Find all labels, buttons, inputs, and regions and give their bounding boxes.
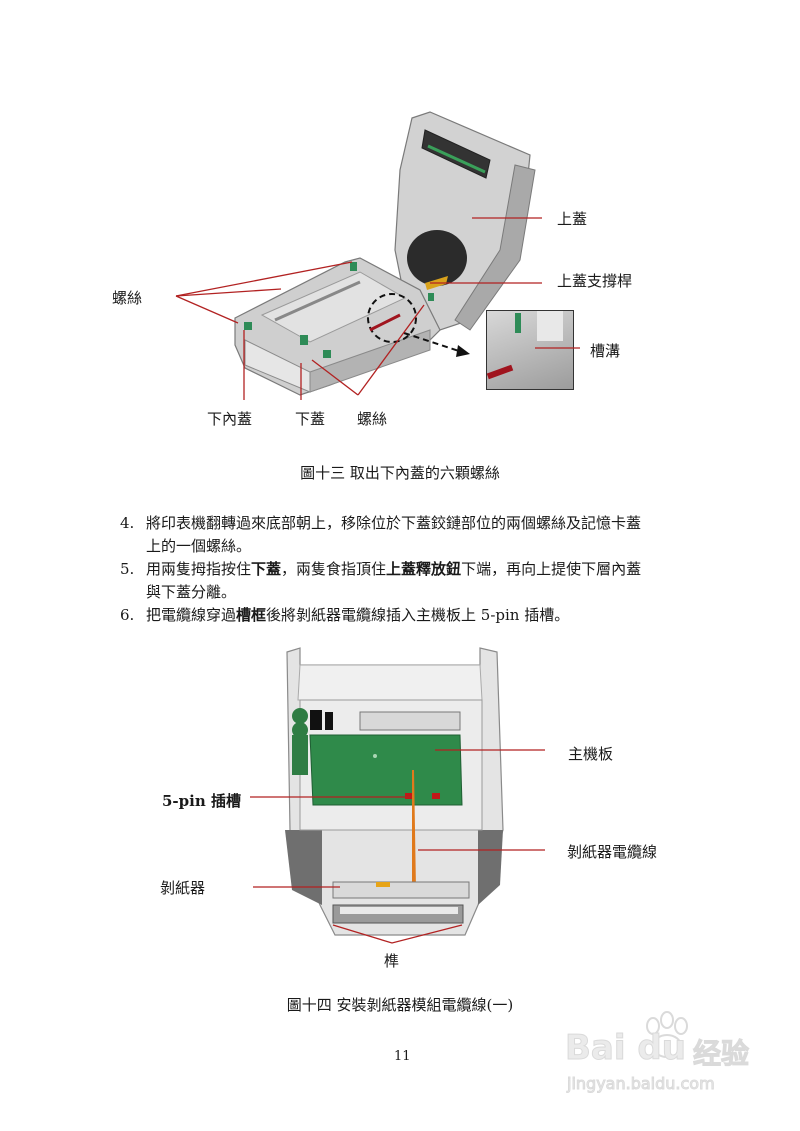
step-6: 6. 把電纜線穿過槽框後將剝紙器電纜線插入主機板上 5-pin 插槽。 [120, 604, 690, 627]
watermark-url: jingyan.baidu.com [567, 1074, 716, 1094]
figure-14-caption: 圖十四 安裝剝紙器模組電纜線(一) [286, 996, 514, 1014]
page-number: 11 [394, 1049, 411, 1064]
term-upper-cover-release-button: 上蓋釋放鈕 [386, 560, 462, 578]
step-text: 下端，再向上提使下層內蓋 [461, 560, 642, 578]
label-peeler: 剝紙器 [160, 879, 206, 897]
step-text: 後將剝紙器電纜線插入主機板上 5-pin 插槽。 [266, 606, 570, 624]
label-lower-inner-cover: 下內蓋 [207, 410, 253, 428]
paw-icon [646, 1011, 688, 1058]
step-number: 5. [120, 560, 135, 578]
step-4: 4. 將印表機翻轉過來底部朝上，移除位於下蓋鉸鏈部位的兩個螺絲及記憶卡蓋 上的一個… [120, 512, 690, 558]
figure-13-caption: 圖十三 取出下內蓋的六顆螺絲 [300, 464, 500, 482]
label-main-board: 主機板 [568, 745, 614, 763]
watermark-brand: Bai du [565, 1028, 687, 1069]
step-5: 5. 用兩隻拇指按住下蓋，兩隻食指頂住上蓋釋放鈕下端，再向上提使下層內蓋 與下蓋分… [120, 558, 690, 604]
step-text: 用兩隻拇指按住 [146, 560, 252, 578]
groove-leader-line [535, 347, 580, 349]
label-five-pin-slot: 5-pin 插槽 [162, 792, 241, 810]
label-upper-cover-support-rod: 上蓋支撐桿 [557, 272, 633, 290]
step-text: 將印表機翻轉過來底部朝上，移除位於下蓋鉸鏈部位的兩個螺絲及記憶卡蓋 [146, 514, 642, 532]
label-lower-cover: 下蓋 [295, 410, 326, 428]
label-peeler-cable: 剝紙器電纜線 [567, 843, 658, 861]
label-screws-bottom: 螺絲 [357, 410, 388, 428]
step-number: 4. [120, 514, 135, 532]
step-text: 把電纜線穿過 [146, 606, 237, 624]
label-tenon: 榫 [384, 952, 400, 970]
groove-detail-inset [486, 310, 574, 390]
step-text: ，兩隻食指頂住 [281, 560, 387, 578]
printer-open-illustration [175, 111, 542, 400]
step-number: 6. [120, 606, 135, 624]
label-groove: 槽溝 [590, 342, 621, 360]
label-screws-left: 螺絲 [112, 289, 143, 307]
term-slot-frame: 槽框 [236, 606, 267, 624]
term-lower-cover: 下蓋 [251, 560, 282, 578]
baidu-jingyan-watermark: Bai du 经验 jingyan.baidu.com [565, 1010, 765, 1100]
step-continuation: 上的一個螺絲。 [146, 537, 252, 555]
label-upper-cover: 上蓋 [557, 210, 588, 228]
step-continuation: 與下蓋分離。 [146, 583, 237, 601]
watermark-suffix: 经验 [692, 1037, 750, 1071]
